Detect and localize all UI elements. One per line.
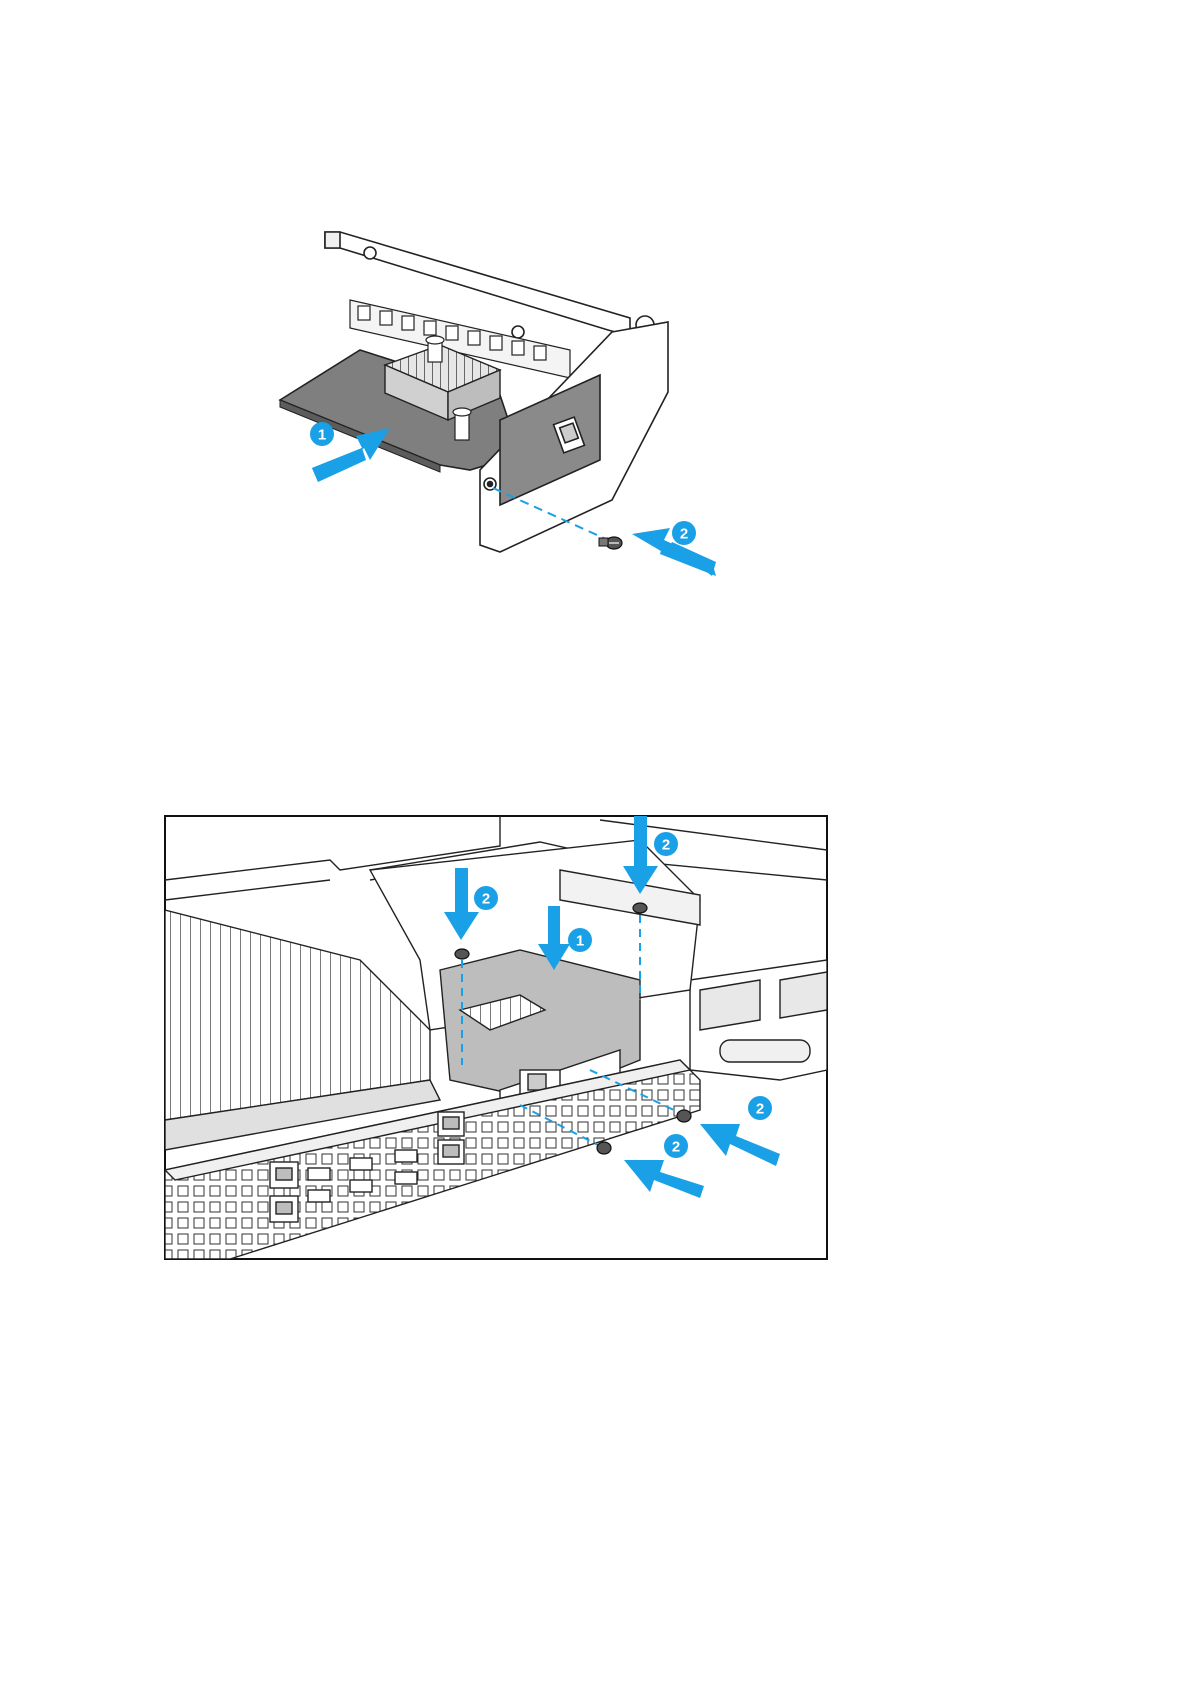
power-supply-bay [690,960,827,1080]
step-2-badge-right: 2 [748,1096,772,1120]
step-2-badge-label: 2 [680,526,688,543]
step-1-badge-label: 1 [576,933,584,950]
down-screw-arrow-left [444,868,479,940]
screw-alignment-lines [462,915,678,1145]
step-2-badge-top: 2 [654,832,678,856]
riser-cover [370,840,700,1030]
side-screw-arrow-lower [624,1160,704,1198]
screw-icon [599,537,622,549]
step-2-badge-label: 2 [482,891,490,908]
installed-card-bracket [440,950,640,1130]
step-2-badge-label: 2 [756,1101,764,1118]
step-1-badge-label: 1 [318,427,326,444]
screw-icon [455,903,691,1154]
step-2-badge: 2 [672,521,696,545]
bracket-install-diagram: 1 2 [0,0,1191,620]
chassis-front-panel [165,1060,700,1259]
step-1-badge: 1 [310,422,334,446]
chassis-heatsink [165,910,440,1150]
step-2-badge-left: 2 [474,886,498,910]
network-ports [270,1112,464,1222]
step-2-badge-label: 2 [662,837,670,854]
side-screw-arrow-upper [700,1124,780,1166]
step-2-badge-label: 2 [672,1139,680,1156]
press-bracket-arrow [538,906,570,970]
down-screw-arrow-right [623,816,658,894]
step-2-badge-bottom: 2 [664,1134,688,1158]
diagram-frame [165,816,827,1259]
chassis-interior [165,816,827,900]
step-1-badge: 1 [568,928,592,952]
usb-ports [308,1150,417,1202]
